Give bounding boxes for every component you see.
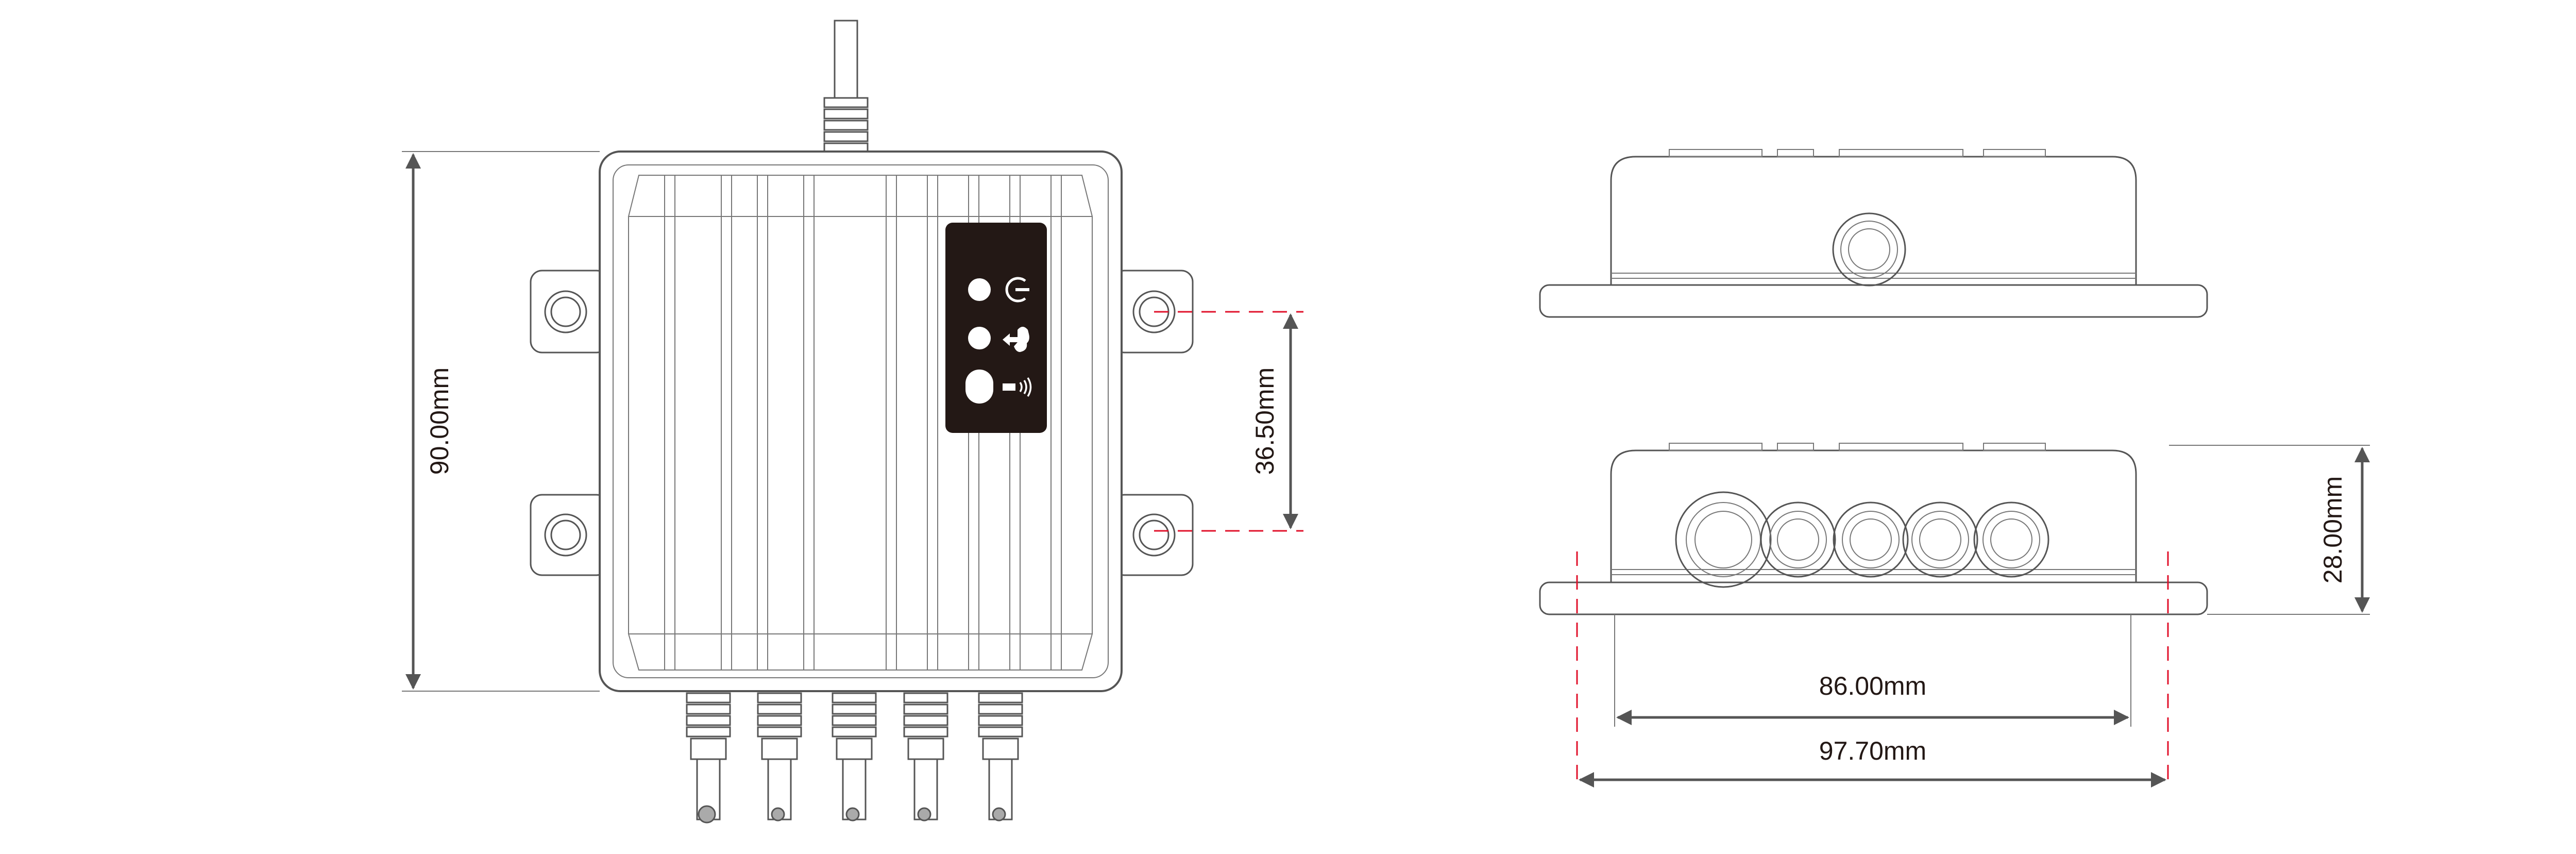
mount-spacing-dimension: 36.50mm [1154, 311, 1303, 532]
side-port [1832, 212, 1906, 287]
remote-signal-icon [1003, 377, 1032, 397]
length-dimensions: 86.00mm 97.70mm [1576, 551, 2169, 789]
side-view-bottom: 28.00mm 86.00mm 97.70mm [1539, 443, 2370, 789]
bottom-cables [686, 692, 1023, 824]
top-cable [823, 20, 869, 153]
front-view: 90.00mm 36.50mm [402, 20, 1303, 824]
height-dimension: 90.00mm [402, 151, 600, 692]
cable-ports [1675, 491, 2049, 588]
side-view-top [1539, 149, 2208, 318]
thickness-label: 28.00mm [2318, 476, 2347, 583]
power-led [968, 278, 991, 301]
link-led [968, 327, 991, 349]
link-icon [1003, 327, 1029, 352]
body-length-label: 86.00mm [1819, 672, 1926, 700]
mount-spacing-label: 36.50mm [1250, 367, 1279, 475]
control-panel [945, 223, 1047, 433]
total-length-label: 97.70mm [1819, 736, 1926, 765]
remote-button [965, 370, 993, 404]
height-label: 90.00mm [425, 367, 454, 475]
thickness-dimension: 28.00mm [2169, 445, 2370, 615]
power-icon [1005, 277, 1029, 303]
